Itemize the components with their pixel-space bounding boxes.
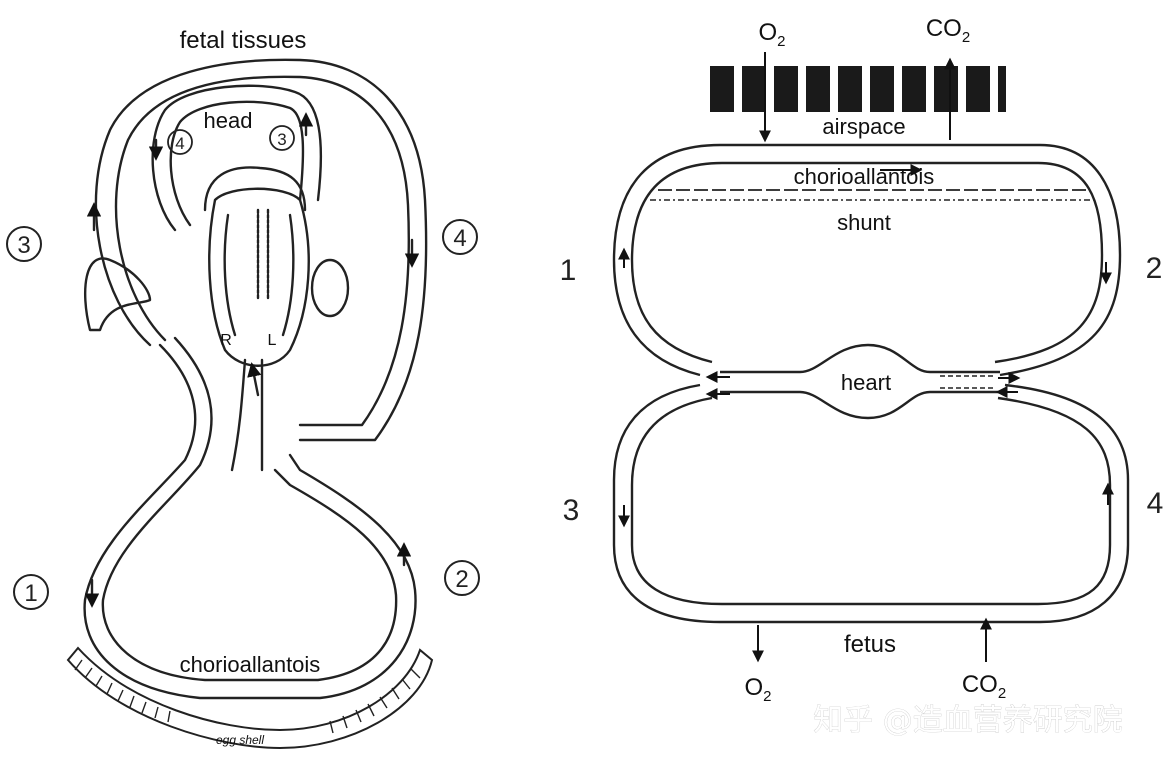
left-descending-outer bbox=[83, 343, 417, 700]
label-number-1: 1 bbox=[560, 254, 577, 287]
label-heart-R: R bbox=[220, 332, 232, 349]
heart-inner-left bbox=[223, 213, 237, 337]
label-airspace: airspace bbox=[822, 114, 905, 139]
label-co2-top: CO2 bbox=[926, 15, 970, 46]
circled-number-4-right: 4 bbox=[442, 219, 478, 255]
upper-loop-outer bbox=[612, 143, 1122, 377]
svg-text:3: 3 bbox=[277, 130, 286, 149]
egg-shell bbox=[66, 646, 434, 750]
upper-loop-inner bbox=[630, 161, 1104, 364]
circled-number-1-left: 1 bbox=[13, 574, 49, 610]
heart-outline bbox=[208, 187, 310, 367]
oval-organ bbox=[310, 258, 350, 318]
lower-loop-outer bbox=[612, 383, 1130, 624]
label-heart-L: L bbox=[268, 332, 277, 349]
label-number-4: 4 bbox=[1147, 487, 1164, 520]
label-chorioallantois-left: chorioallantois bbox=[180, 652, 321, 677]
label-fetal-tissues: fetal tissues bbox=[180, 27, 307, 54]
label-heart: heart bbox=[841, 370, 891, 395]
lower-loop-inner bbox=[630, 396, 1112, 606]
heart-inner-right bbox=[281, 213, 295, 337]
left-descending-inner bbox=[101, 336, 398, 682]
outer-vessel-outer bbox=[94, 58, 428, 442]
aortic-arch bbox=[203, 166, 307, 212]
label-shunt: shunt bbox=[837, 210, 891, 235]
label-number-2: 2 bbox=[1146, 252, 1163, 285]
svg-text:2: 2 bbox=[455, 566, 468, 593]
label-co2-bottom: CO2 bbox=[962, 671, 1006, 702]
head-vessel-outer bbox=[151, 84, 323, 232]
svg-text:4: 4 bbox=[453, 225, 466, 252]
svg-text:4: 4 bbox=[175, 134, 184, 153]
eggshell-blocks bbox=[710, 66, 1006, 112]
right-circulation-diagram bbox=[612, 143, 1130, 624]
label-number-3: 3 bbox=[563, 494, 580, 527]
label-o2-top: O2 bbox=[758, 19, 785, 50]
right-flow-arrows bbox=[618, 52, 1114, 663]
watermark-text: 知乎 @造血营养研究院 bbox=[813, 703, 1123, 738]
svg-text:3: 3 bbox=[17, 232, 30, 259]
label-o2-bottom: O2 bbox=[744, 674, 771, 705]
left-wing-vessel bbox=[84, 257, 152, 332]
label-egg-shell: egg shell bbox=[216, 733, 264, 747]
circled-number-3-head: 3 bbox=[269, 125, 295, 151]
left-circulation-diagram bbox=[83, 58, 428, 700]
heart-shape bbox=[720, 343, 1000, 420]
svg-text:1: 1 bbox=[24, 580, 37, 607]
label-chorioallantois-right: chorioallantois bbox=[794, 164, 935, 189]
central-trunk bbox=[230, 358, 264, 472]
circled-number-4-head: 4 bbox=[167, 129, 193, 155]
outer-vessel-inner bbox=[114, 75, 411, 427]
circled-number-3-left: 3 bbox=[6, 226, 42, 262]
label-head: head bbox=[204, 108, 253, 133]
head-vessel-inner bbox=[169, 100, 305, 227]
label-fetus: fetus bbox=[844, 631, 896, 658]
circled-number-2-right: 2 bbox=[444, 560, 480, 596]
